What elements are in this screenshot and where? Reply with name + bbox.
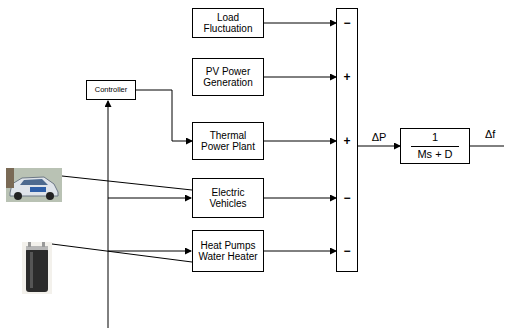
process-box: Electric Vehicles: [192, 178, 264, 218]
sign-symbol: −: [337, 191, 357, 205]
node-text: Thermal Power Plant: [193, 128, 263, 155]
leader-line: [62, 176, 192, 190]
node-text: Electric Vehicles: [193, 185, 263, 212]
node-text: Controller: [91, 84, 132, 97]
sign-symbol: +: [337, 70, 357, 84]
node-text: PV Power Generation: [193, 64, 263, 91]
node-text: Heat Pumps Water Heater: [193, 238, 263, 265]
node-text: Ms + D: [411, 146, 458, 162]
car-picture: [6, 168, 62, 202]
node-text: 1: [426, 130, 444, 145]
node-text: Load Fluctuation: [193, 10, 263, 37]
signal-wire: [108, 198, 191, 199]
signal-wire: [108, 251, 191, 252]
water-heater-picture: [22, 242, 52, 294]
connector-arrow: [264, 77, 336, 78]
summing-bar: − + + − −: [336, 8, 358, 272]
output-wire: [470, 146, 504, 147]
connector-arrow: [264, 251, 336, 252]
process-box: Thermal Power Plant: [192, 122, 264, 160]
sign-symbol: −: [337, 244, 357, 258]
connector-arrow: [264, 141, 336, 142]
controller-box: Controller: [86, 80, 136, 100]
transfer-block: 1Ms + D: [400, 128, 470, 164]
connector-arrow: [264, 23, 336, 24]
connector-arrow: [358, 146, 400, 147]
connector-arrow: [264, 198, 336, 199]
feedback-wire: [108, 101, 109, 328]
signal-label: Δf: [484, 128, 496, 140]
leader-line: [52, 244, 192, 262]
process-box: Heat Pumps Water Heater: [192, 230, 264, 272]
connector-arrow: [136, 90, 192, 141]
sign-symbol: +: [337, 134, 357, 148]
process-box: Load Fluctuation: [192, 8, 264, 38]
signal-label: ΔP: [371, 131, 388, 143]
sign-symbol: −: [337, 16, 357, 30]
process-box: PV Power Generation: [192, 58, 264, 96]
